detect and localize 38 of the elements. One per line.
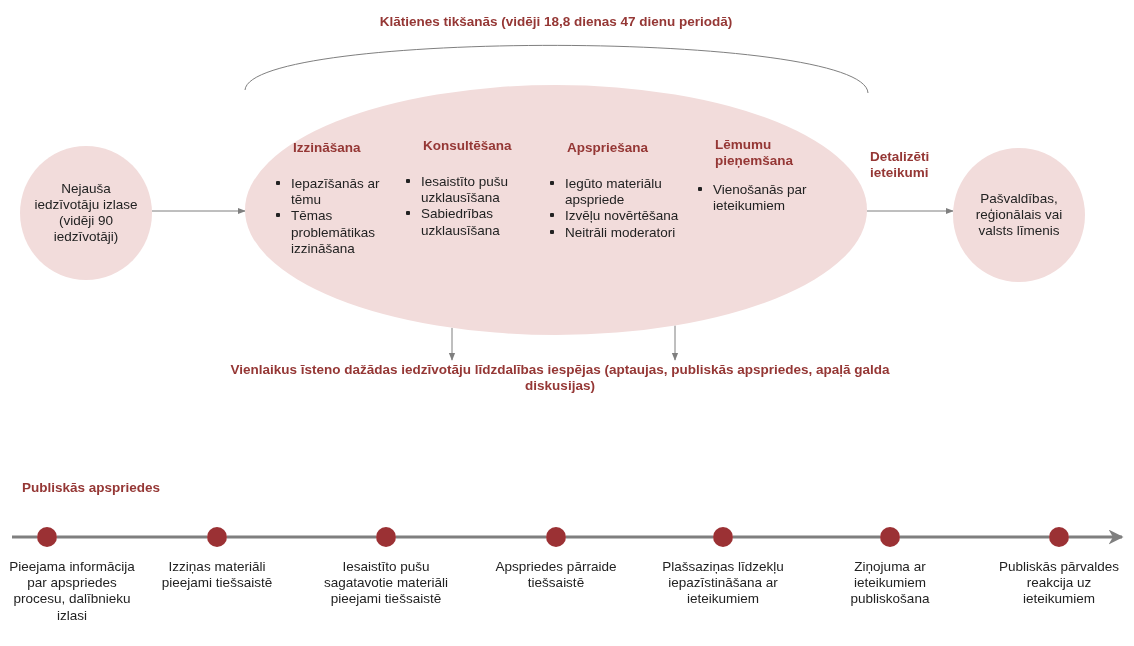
timeline-line [57,535,207,539]
step-caption: Izziņas materiāli pieejami tiešsaistē [160,559,274,592]
timeline-line [900,535,1049,539]
column-heading: Izzināšana [293,140,362,157]
timeline-dot [37,527,57,547]
arrow [448,327,456,361]
note-text: Vienlaikus īsteno dažādas iedzīvotāju līdzdalības iespējas (aptaujas, publiskās apspriedes, apaļā galda diskusijas) [230,362,890,395]
timeline-dot [713,527,733,547]
timeline-line [396,535,546,539]
timeline-dot [376,527,396,547]
timeline-line [566,535,713,539]
circle-node [953,148,1085,282]
step-caption: Pieejama informācija par apspriedes procesu, dalībnieku izlasi [8,559,136,624]
timeline-line [1069,529,1124,545]
step-caption: Plašsaziņas līdzekļu iepazīstināšana ar ieteikumiem [661,559,785,608]
step-caption: Apspriedes pārraide tiešsaistē [494,559,618,592]
timeline-line [733,535,880,539]
section-heading: Publiskās apspriedes [22,480,162,497]
timeline-dot [880,527,900,547]
timeline-dot [1049,527,1069,547]
ellipse-node [245,85,867,335]
section-heading: Klātienes tikšanās (vidēji 18,8 dienas 47 dienu periodā) [378,14,734,31]
timeline-dot [207,527,227,547]
timeline-line [227,535,376,539]
column-heading: Apspriešana [567,140,650,157]
arrow [151,207,246,215]
step-caption: Publiskās pārvaldes reakcija uz ieteikumiem [997,559,1121,608]
timeline-dot [546,527,566,547]
column-heading: Lēmumu pieņemšana [715,137,795,170]
circle-node [20,146,152,280]
column-heading: Konsultēšana [423,138,513,155]
node-label: Nejauša iedzīvotāju izlase (vidēji 90 iedzīvotāji) [33,180,139,246]
node-label: Pašvaldības, reģionālais vai valsts līmenis [974,190,1064,240]
step-caption: Ziņojuma ar ieteikumiem publiskošana [849,559,931,608]
timeline-line [12,535,37,539]
arrow [671,325,679,361]
step-caption: Iesaistīto pušu sagatavotie materiāli pieejami tiešsaistē [323,559,449,608]
arrow [866,207,954,215]
